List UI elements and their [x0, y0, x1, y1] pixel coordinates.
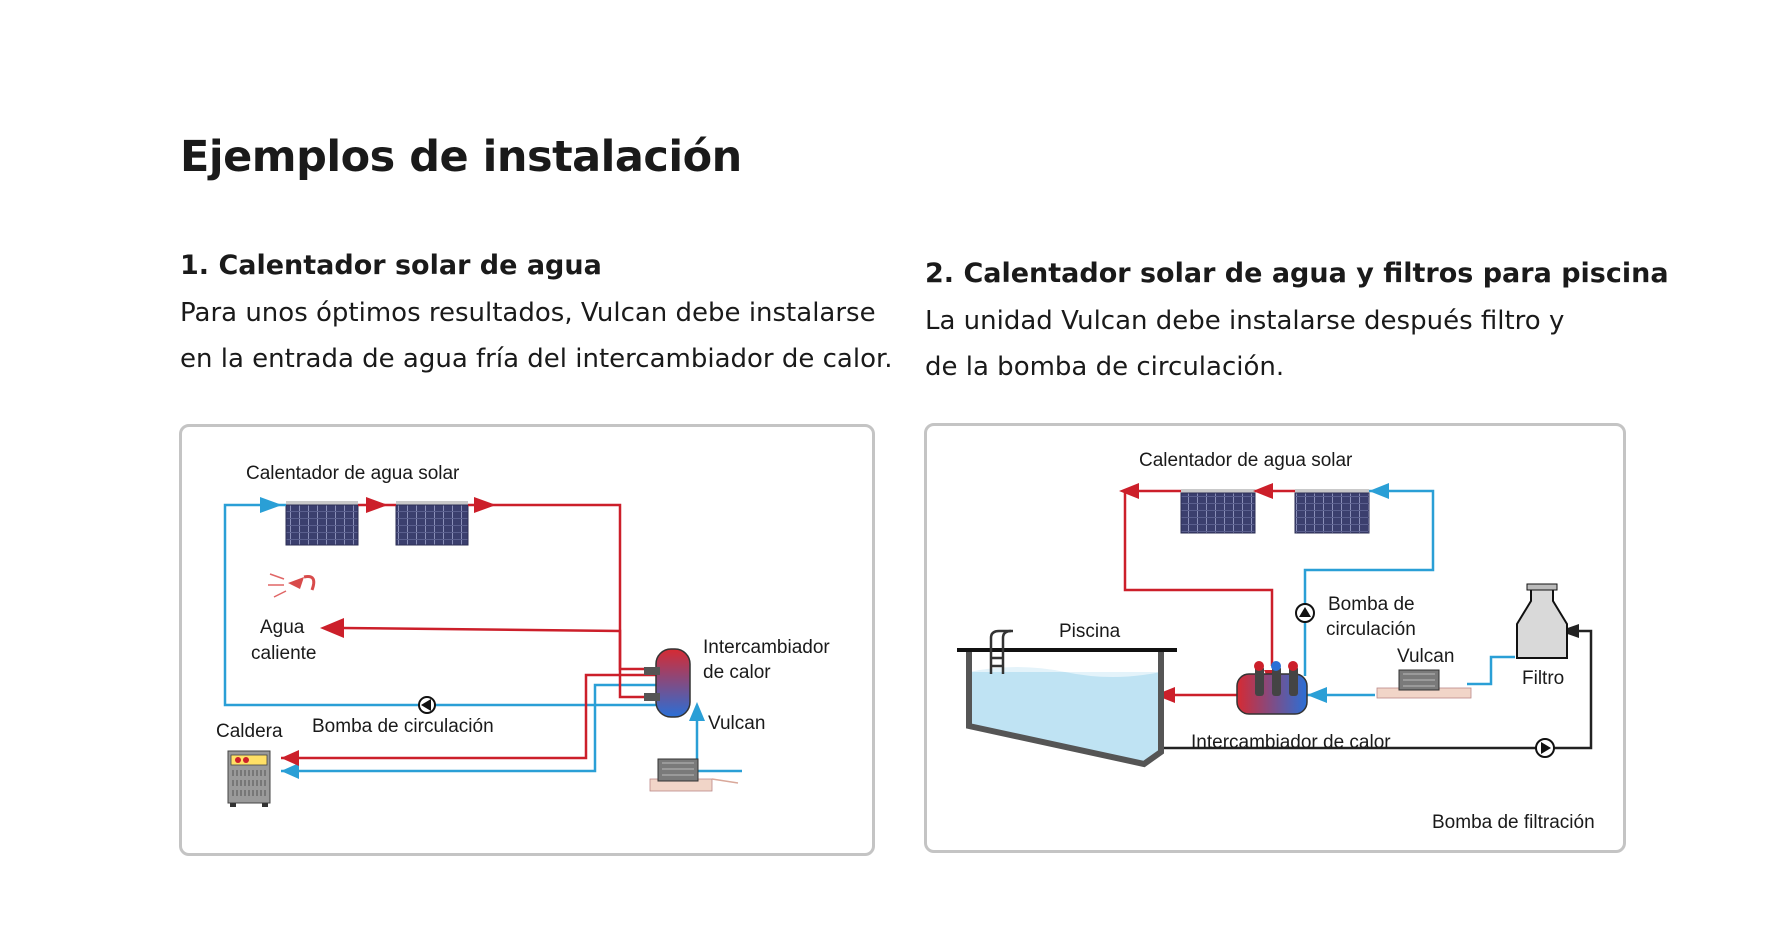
- filtration-pump-label: Bomba de filtración: [1432, 812, 1595, 833]
- diagram-2-pool-installation: Calentador de agua solar Piscina Bomba d…: [957, 450, 1595, 833]
- vulcan-label: Vulcan: [708, 713, 765, 734]
- solar-panel-icon: [1294, 489, 1370, 534]
- heat-exchanger-label: de calor: [703, 662, 771, 683]
- section-2-text-line: La unidad Vulcan debe instalarse después…: [925, 306, 1565, 336]
- vulcan-device-icon: [1376, 669, 1472, 699]
- vulcan-device-icon: [649, 758, 739, 792]
- solar-heater-label: Calentador de agua solar: [1139, 450, 1353, 471]
- vulcan-label: Vulcan: [1397, 646, 1454, 667]
- solar-panel-icon: [1180, 489, 1256, 534]
- page-title: Ejemplos de instalación: [180, 132, 742, 182]
- filter-icon: [1516, 583, 1568, 659]
- diagram-2-frame: Calentador de agua solar Piscina Bomba d…: [924, 423, 1626, 853]
- solar-heater-label: Calentador de agua solar: [246, 463, 460, 484]
- section-2-title: 2. Calentador solar de agua y filtros pa…: [925, 258, 1669, 289]
- filtration-pump-icon: [1535, 738, 1555, 758]
- boiler-icon: [227, 750, 271, 807]
- circulation-pump-icon: [1295, 603, 1315, 623]
- section-2-text-line: de la bomba de circulación.: [925, 352, 1285, 382]
- arrow-icon: [1559, 624, 1579, 638]
- circulation-pump-label: circulación: [1326, 619, 1416, 640]
- hot-water-label: caliente: [251, 643, 317, 664]
- diagram-1-solar-water-heater: Calentador de agua solar Agua caliente I…: [216, 463, 830, 807]
- heat-exchanger-label: Intercambiador: [703, 637, 830, 658]
- circulation-pump-label: Bomba de: [1328, 594, 1415, 615]
- arrow-icon: [1307, 483, 1389, 703]
- filter-label: Filtro: [1522, 668, 1564, 689]
- section-2-description: La unidad Vulcan debe instalarse después…: [925, 298, 1564, 390]
- section-1-description: Para unos óptimos resultados, Vulcan deb…: [180, 290, 893, 382]
- circulation-pump-label: Bomba de circulación: [312, 716, 494, 737]
- diagram-1-frame: Calentador de agua solar Agua caliente I…: [179, 424, 875, 856]
- heat-exchanger-icon: [644, 648, 691, 718]
- arrow-icon: [260, 497, 705, 779]
- boiler-label: Caldera: [216, 721, 283, 742]
- circulation-pump-icon: [418, 696, 436, 714]
- solar-panel-icon: [395, 501, 469, 546]
- pool-label: Piscina: [1059, 621, 1121, 642]
- section-1-title: 1. Calentador solar de agua: [180, 250, 602, 281]
- section-1-text-line: Para unos óptimos resultados, Vulcan deb…: [180, 298, 876, 328]
- hot-water-label: Agua: [260, 617, 305, 638]
- heat-exchanger-label: Intercambiador de calor: [1191, 732, 1391, 753]
- heat-exchanger-icon: [1236, 661, 1308, 715]
- pool-icon: [957, 629, 1177, 768]
- shower-icon: [268, 573, 316, 598]
- section-1-text-line: en la entrada de agua fría del intercamb…: [180, 344, 893, 374]
- arrow-icon: [281, 497, 496, 766]
- solar-panel-icon: [285, 501, 359, 546]
